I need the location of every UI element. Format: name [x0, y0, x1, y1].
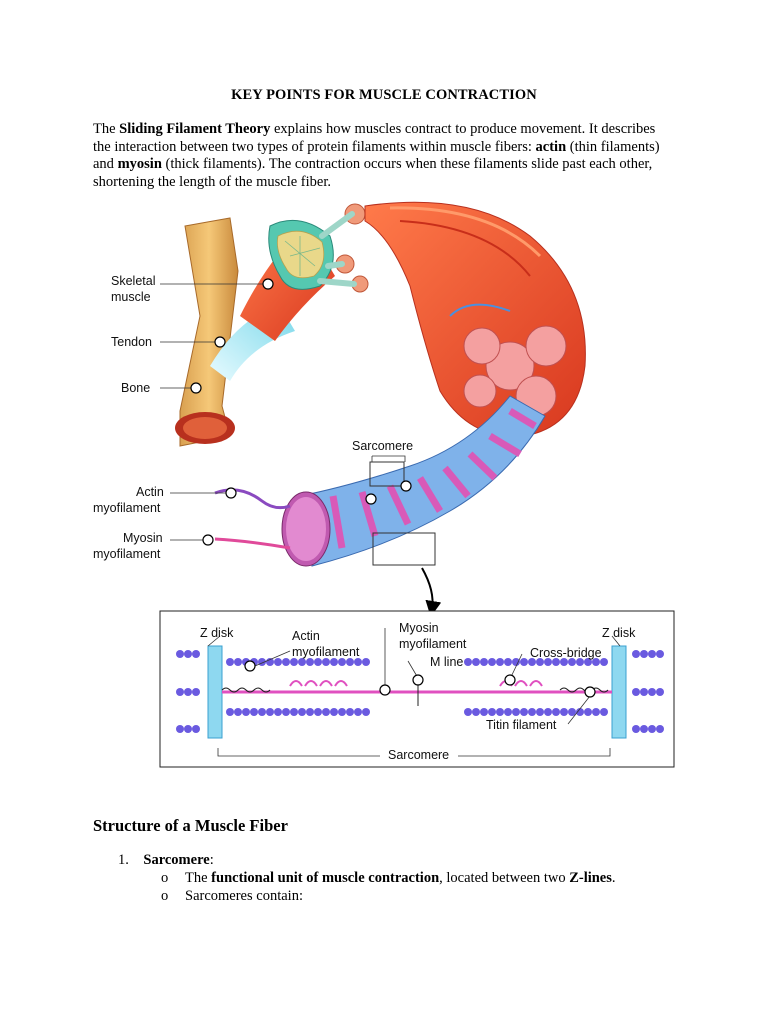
section-heading: Structure of a Muscle Fiber [93, 816, 288, 835]
skeletal-muscle-illustration [240, 203, 369, 341]
inset-z-disk-right-label: Z disk [602, 626, 636, 640]
sub1-text-d: Z-lines [569, 870, 612, 886]
actin-term: actin [535, 138, 567, 155]
sub1-text-c: , located between two [439, 870, 570, 886]
sub-item-2: o Sarcomeres contain: [161, 888, 303, 905]
intro-text-3: (thin filaments) and [93, 138, 660, 173]
callout-markers [190, 278, 412, 546]
bone-label: Bone [121, 381, 150, 395]
inset-z-disk-left-label: Z disk [200, 626, 234, 640]
sub-bullet-2: o [161, 888, 169, 904]
intro-text-1: The [93, 121, 120, 137]
sub1-text-a: The [185, 870, 212, 886]
intro-text-2: explains how muscles contract to produce… [93, 121, 656, 155]
muscle-structure-figure: Skeletal muscle Tendon Bone Sarcomere Ac… [90, 196, 690, 776]
sliding-filament-theory-term: Sliding Filament Theory [119, 121, 271, 137]
myosin-label-2: myofilament [93, 547, 161, 561]
inset-myosin-label-1: Myosin [399, 621, 439, 635]
bone-illustration [175, 217, 239, 447]
list-number: 1. [118, 852, 129, 868]
leader-lines [160, 283, 406, 541]
actin-label-2: myofilament [93, 501, 161, 515]
inset-actin-label-2: myofilament [292, 645, 360, 659]
myosin-label-1: Myosin [123, 531, 163, 545]
inset-cross-bridge-label: Cross-bridge [530, 646, 602, 660]
inset-sarcomere-label: Sarcomere [388, 748, 449, 762]
sub-item-1: o The functional unit of muscle contracti… [161, 870, 616, 887]
sarcomere-item-label: Sarcomere [143, 852, 210, 868]
inset-m-line-label: M line [430, 655, 463, 669]
muscle-fascicle-illustration [364, 201, 586, 437]
sub2-text: Sarcomeres contain: [185, 888, 303, 904]
myosin-term: myosin [117, 156, 162, 172]
sarcomere-inset: Z disk Actin myofilament Myosin myofilam… [159, 610, 675, 768]
muscle-diagram-svg: Skeletal muscle Tendon Bone Sarcomere Ac… [93, 201, 675, 768]
actin-label-1: Actin [136, 485, 164, 499]
sub-bullet-1: o [161, 870, 169, 886]
inset-titin-label: Titin filament [486, 718, 557, 732]
sarcomere-top-label: Sarcomere [352, 439, 413, 453]
inset-actin-label-1: Actin [292, 629, 320, 643]
intro-paragraph: The Sliding Filament Theory explains how… [93, 121, 673, 191]
sub1-text-e: . [611, 870, 616, 886]
sub1-text-b: functional unit of muscle contraction [211, 870, 440, 886]
inset-myosin-label-2: myofilament [399, 637, 467, 651]
skeletal-label-1: Skeletal [111, 274, 155, 288]
document-title: KEY POINTS FOR MUSCLE CONTRACTION [231, 87, 537, 103]
myofibril-illustration [214, 395, 546, 617]
intro-text-4: (thick filaments). The contraction occur… [93, 156, 653, 190]
tendon-label: Tendon [111, 335, 152, 349]
numbered-list: 1. Sarcomere: [118, 852, 214, 869]
item-colon: : [209, 852, 214, 868]
skeletal-label-2: muscle [111, 290, 151, 304]
